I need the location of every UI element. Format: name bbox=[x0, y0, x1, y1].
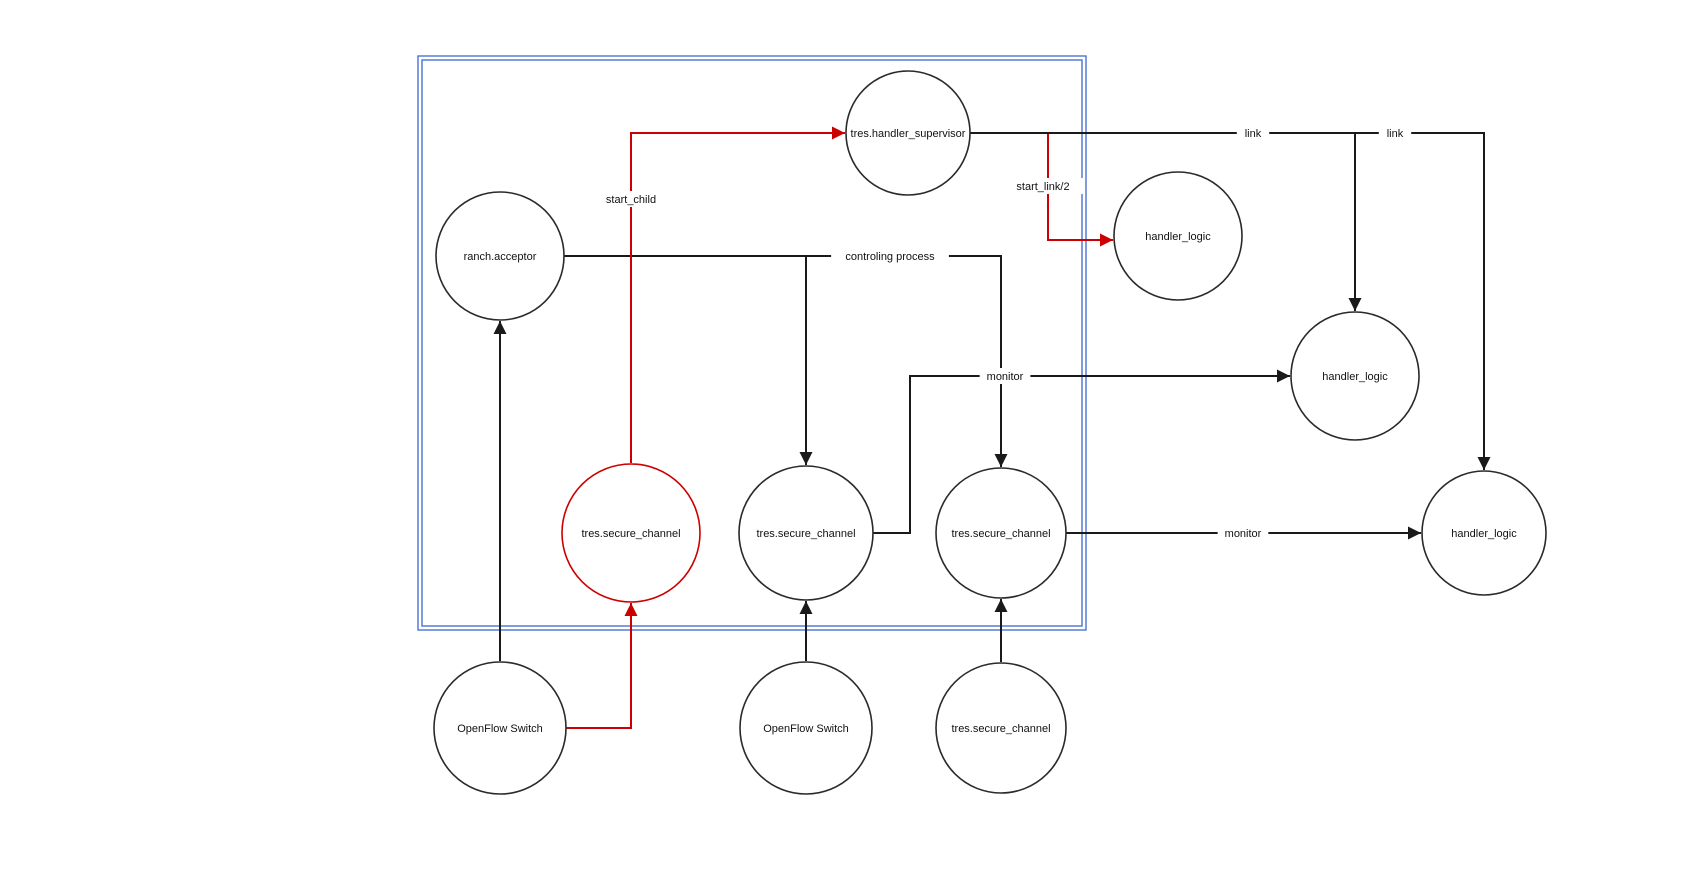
node-secure-channel-red: tres.secure_channel bbox=[561, 463, 701, 603]
edge-controling-2 bbox=[564, 255, 1008, 467]
edge-label-bg-controling-2 bbox=[831, 248, 949, 264]
node-label-handler-logic-2: handler_logic bbox=[1322, 371, 1388, 383]
node-circle-secure-channel-2 bbox=[738, 465, 874, 601]
node-label-secure-channel-4: tres.secure_channel bbox=[951, 723, 1050, 735]
node-openflow-switch-1: OpenFlow Switch bbox=[433, 661, 567, 795]
node-handler-supervisor: tres.handler_supervisor bbox=[845, 70, 971, 196]
node-secure-channel-2: tres.secure_channel bbox=[738, 465, 874, 601]
cluster-border-outer bbox=[417, 55, 1087, 631]
node-secure-channel-4: tres.secure_channel bbox=[935, 662, 1067, 794]
edge-label-monitor-1: monitor bbox=[987, 371, 1024, 383]
node-circle-handler-supervisor bbox=[845, 70, 971, 196]
node-circle-handler-logic-2 bbox=[1290, 311, 1420, 441]
node-handler-logic-3: handler_logic bbox=[1421, 470, 1547, 596]
edge-start-child bbox=[630, 126, 845, 463]
node-label-openflow-switch-2: OpenFlow Switch bbox=[763, 723, 849, 735]
node-circle-secure-channel-4 bbox=[935, 662, 1067, 794]
node-circle-openflow-switch-2 bbox=[739, 661, 873, 795]
node-label-ranch-acceptor: ranch.acceptor bbox=[464, 251, 537, 263]
edge-monitor-1 bbox=[873, 369, 1290, 534]
node-circle-openflow-switch-1 bbox=[433, 661, 567, 795]
node-label-openflow-switch-1: OpenFlow Switch bbox=[457, 723, 543, 735]
node-label-secure-channel-3: tres.secure_channel bbox=[951, 528, 1050, 540]
edge-label-start-link: start_link/2 bbox=[1016, 181, 1069, 193]
node-openflow-switch-2: OpenFlow Switch bbox=[739, 661, 873, 795]
edge-layer bbox=[493, 126, 1491, 729]
node-handler-logic-2: handler_logic bbox=[1290, 311, 1420, 441]
node-label-handler-logic-1: handler_logic bbox=[1145, 231, 1211, 243]
edge-label-bg-monitor-1 bbox=[979, 368, 1031, 384]
edge-label-start-child: start_child bbox=[606, 194, 656, 206]
node-circle-handler-logic-1 bbox=[1113, 171, 1243, 301]
node-layer: tres.handler_supervisor ranch.acceptor han… bbox=[433, 70, 1547, 795]
edge-label-monitor-2: monitor bbox=[1225, 528, 1262, 540]
node-label-handler-logic-3: handler_logic bbox=[1451, 528, 1517, 540]
node-circle-ranch-acceptor bbox=[435, 191, 565, 321]
edge-label-bg-start-child bbox=[593, 191, 669, 207]
edge-label-bg-start-link bbox=[1002, 178, 1084, 194]
node-label-secure-channel-red: tres.secure_channel bbox=[581, 528, 680, 540]
node-secure-channel-3: tres.secure_channel bbox=[935, 467, 1067, 599]
edge-label-link-2: link bbox=[1387, 128, 1404, 140]
edge-controling-1 bbox=[564, 255, 813, 465]
edge-label-bg-monitor-2 bbox=[1217, 525, 1269, 541]
edge-label-link-1: link bbox=[1245, 128, 1262, 140]
edge-label-controling-2: controling process bbox=[845, 251, 935, 263]
cluster-border-inner bbox=[421, 59, 1083, 627]
edge-label-bg-link-2 bbox=[1378, 125, 1412, 141]
node-circle-handler-logic-3 bbox=[1421, 470, 1547, 596]
edge-switch1-secure-red bbox=[566, 603, 638, 729]
edge-label-bg-link-1 bbox=[1236, 125, 1270, 141]
node-label-handler-supervisor: tres.handler_supervisor bbox=[851, 128, 966, 140]
node-circle-secure-channel-3 bbox=[935, 467, 1067, 599]
node-circle-secure-channel-red bbox=[561, 463, 701, 603]
node-ranch-acceptor: ranch.acceptor bbox=[435, 191, 565, 321]
node-handler-logic-1: handler_logic bbox=[1113, 171, 1243, 301]
edge-label-layer: start_link/2 link link controling process mo… bbox=[593, 125, 1412, 541]
edge-link-2 bbox=[970, 132, 1491, 470]
node-label-secure-channel-2: tres.secure_channel bbox=[756, 528, 855, 540]
